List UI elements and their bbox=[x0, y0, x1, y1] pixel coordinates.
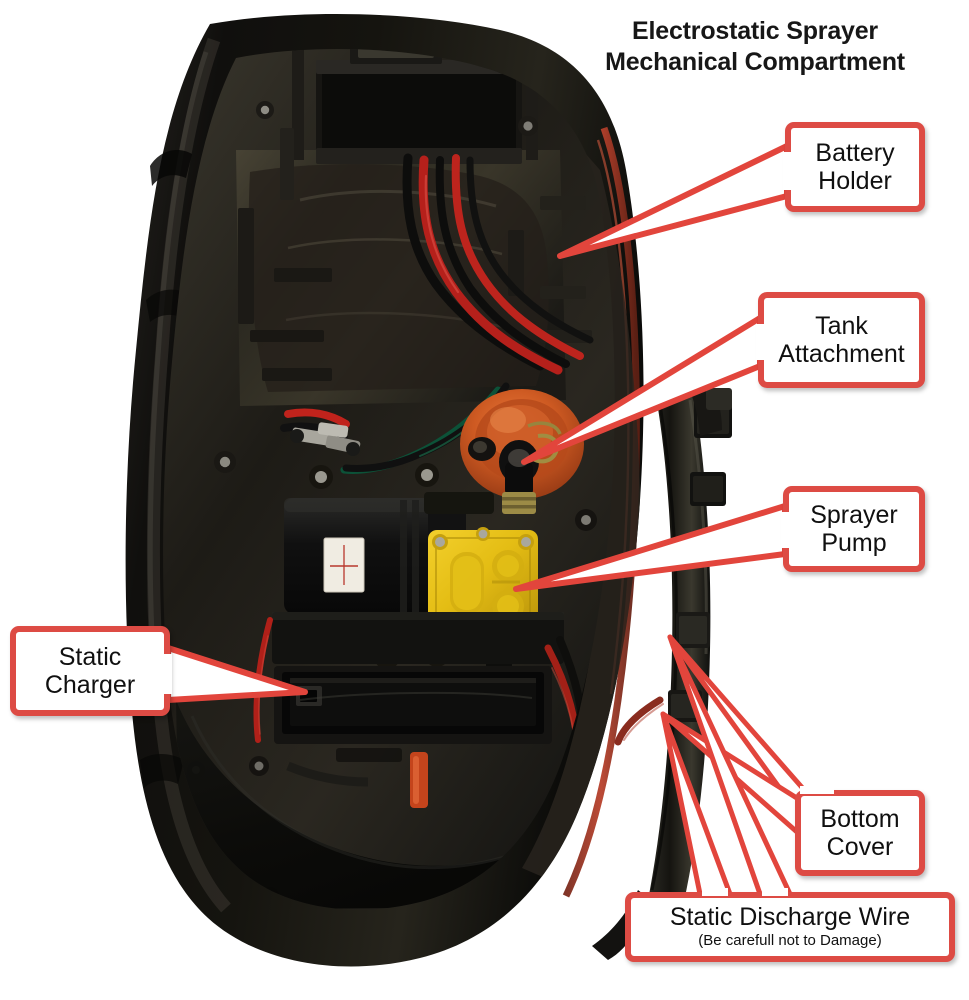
static-discharge-wire bbox=[614, 696, 664, 746]
page-title-line-2: Mechanical Compartment bbox=[605, 47, 905, 76]
callout-static-charger[interactable]: Static Charger bbox=[10, 626, 170, 716]
notch-tank-attachment bbox=[756, 324, 764, 360]
callout-static-discharge-wire-note: (Be carefull not to Damage) bbox=[698, 932, 882, 950]
callout-bottom-cover-line-2: Cover bbox=[826, 833, 894, 861]
callout-sprayer-pump-line-2: Pump bbox=[821, 529, 887, 557]
notch-discharge-b bbox=[702, 888, 728, 896]
battery-holder-bay bbox=[292, 48, 538, 164]
internal-components bbox=[176, 48, 615, 910]
callout-tank-attachment-line-1: Tank bbox=[815, 311, 868, 340]
sprayer-pump bbox=[284, 492, 538, 678]
callout-pointers bbox=[165, 143, 809, 897]
callout-tank-attachment-line-2: Attachment bbox=[778, 340, 905, 368]
notch-sprayer-pump bbox=[781, 512, 789, 548]
static-charger bbox=[274, 666, 552, 744]
callout-static-discharge-wire-line-1: Static Discharge Wire bbox=[669, 902, 911, 931]
callout-battery-holder[interactable]: Battery Holder bbox=[785, 122, 925, 212]
notch-battery-holder bbox=[783, 152, 791, 190]
callout-battery-holder-line-2: Holder bbox=[818, 167, 892, 195]
callout-sprayer-pump-line-1: Sprayer bbox=[810, 500, 898, 529]
tank-attachment bbox=[460, 389, 584, 514]
callout-sprayer-pump[interactable]: Sprayer Pump bbox=[783, 486, 925, 572]
callout-tank-attachment[interactable]: Tank Attachment bbox=[758, 292, 925, 388]
callout-static-charger-line-1: Static bbox=[58, 642, 122, 671]
housing-ribs bbox=[238, 128, 592, 381]
notch-static-charger bbox=[164, 654, 172, 694]
callout-bottom-cover-line-1: Bottom bbox=[820, 804, 900, 833]
notch-discharge-a bbox=[762, 888, 788, 896]
orange-tab bbox=[410, 752, 428, 808]
page-title-line-1: Electrostatic Sprayer bbox=[632, 17, 878, 45]
wire-connectors bbox=[280, 408, 361, 456]
callout-static-discharge-wire[interactable]: Static Discharge Wire (Be carefull not t… bbox=[625, 892, 955, 962]
page-title: Electrostatic Sprayer Mechanical Compart… bbox=[545, 16, 965, 77]
red-black-wire-bundle bbox=[402, 153, 594, 375]
callout-static-charger-line-2: Charger bbox=[44, 671, 136, 699]
callout-bottom-cover[interactable]: Bottom Cover bbox=[795, 790, 925, 876]
notch-bottom-cover bbox=[800, 786, 834, 794]
callout-battery-holder-line-1: Battery bbox=[815, 138, 895, 167]
